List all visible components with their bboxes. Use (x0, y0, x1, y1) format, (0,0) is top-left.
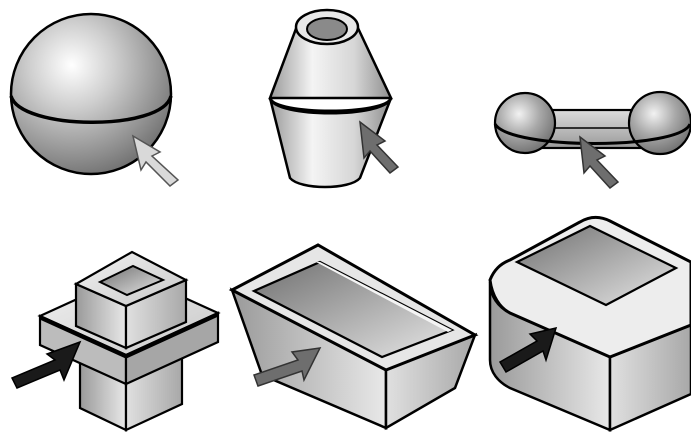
arrow-light-icon (133, 136, 178, 186)
open-tray-shape (232, 245, 475, 428)
dumbbell-shape (495, 92, 691, 188)
rounded-open-box-shape (490, 217, 691, 430)
stacked-square-tube-shape (12, 252, 218, 430)
double-cone-shape (270, 10, 398, 187)
sphere-shape (11, 14, 178, 186)
